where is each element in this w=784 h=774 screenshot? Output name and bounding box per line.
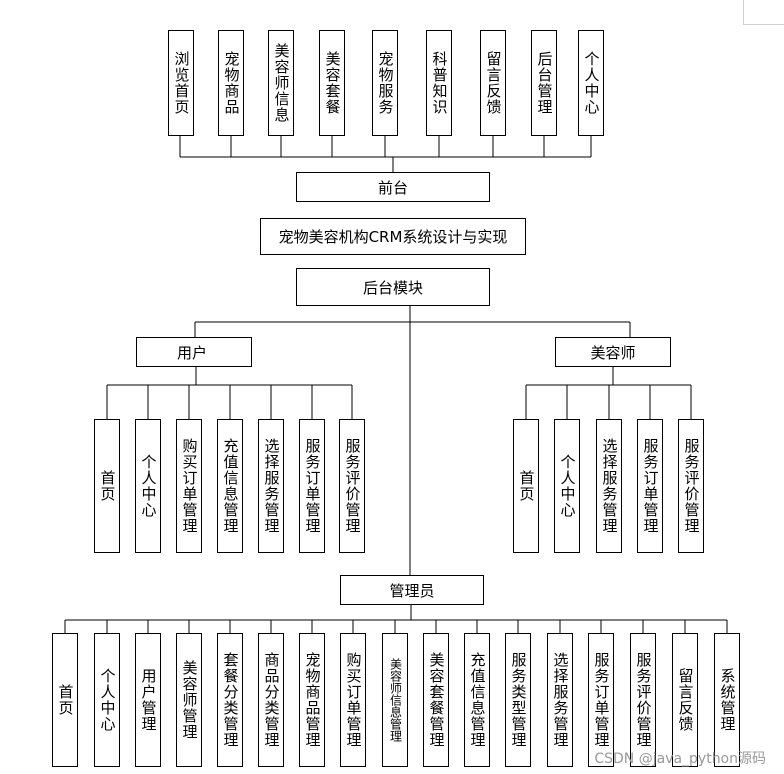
beautician-item-4: 服务评价管理 <box>678 419 704 553</box>
beautician-item-3: 服务订单管理 <box>637 419 663 553</box>
beautician-item-0: 首页 <box>513 419 539 553</box>
user-item-0: 首页 <box>94 419 120 553</box>
admin-item-14: 服务评价管理 <box>630 633 656 767</box>
backend-node: 后台模块 <box>296 268 490 306</box>
user-item-5: 服务订单管理 <box>299 419 325 553</box>
admin-node: 管理员 <box>340 575 484 605</box>
page-corner-mark <box>743 0 784 25</box>
admin-item-0: 首页 <box>52 633 78 767</box>
front-item-0: 浏览首页 <box>168 30 194 136</box>
beautician-item-1: 个人中心 <box>554 419 580 553</box>
admin-item-7: 购买订单管理 <box>340 633 366 767</box>
admin-item-8: 美容师信息管理 <box>382 633 408 767</box>
beautician-node: 美容师 <box>555 337 671 367</box>
admin-item-9: 美容套餐管理 <box>423 633 449 767</box>
admin-item-3: 美容师管理 <box>176 633 202 767</box>
front-item-6: 留言反馈 <box>480 30 506 136</box>
admin-item-11: 服务类型管理 <box>505 633 531 767</box>
front-node: 前台 <box>296 172 490 202</box>
admin-item-1: 个人中心 <box>94 633 120 767</box>
front-item-8: 个人中心 <box>578 30 604 136</box>
user-item-6: 服务评价管理 <box>339 419 365 553</box>
beautician-item-2: 选择服务管理 <box>596 419 622 553</box>
front-item-5: 科普知识 <box>426 30 452 136</box>
user-item-4: 选择服务管理 <box>258 419 284 553</box>
admin-item-6: 宠物商品管理 <box>299 633 325 767</box>
admin-item-10: 充值信息管理 <box>464 633 490 767</box>
admin-item-13: 服务订单管理 <box>588 633 614 767</box>
user-item-2: 购买订单管理 <box>176 419 202 553</box>
admin-item-5: 商品分类管理 <box>258 633 284 767</box>
user-node: 用户 <box>136 337 252 367</box>
admin-item-15: 留言反馈 <box>672 633 698 767</box>
front-item-3: 美容套餐 <box>319 30 345 136</box>
user-item-1: 个人中心 <box>135 419 161 553</box>
watermark-text: CSDN @java_python源码 <box>594 751 766 767</box>
admin-item-4: 套餐分类管理 <box>217 633 243 767</box>
admin-item-2: 用户管理 <box>135 633 161 767</box>
user-item-3: 充值信息管理 <box>217 419 243 553</box>
admin-item-12: 选择服务管理 <box>547 633 573 767</box>
front-item-4: 宠物服务 <box>372 30 398 136</box>
front-item-1: 宠物商品 <box>218 30 244 136</box>
front-item-7: 后台管理 <box>531 30 557 136</box>
admin-item-16: 系统管理 <box>714 633 740 767</box>
root-node: 宠物美容机构CRM系统设计与实现 <box>260 218 526 255</box>
front-item-2: 美容师信息 <box>268 30 294 136</box>
